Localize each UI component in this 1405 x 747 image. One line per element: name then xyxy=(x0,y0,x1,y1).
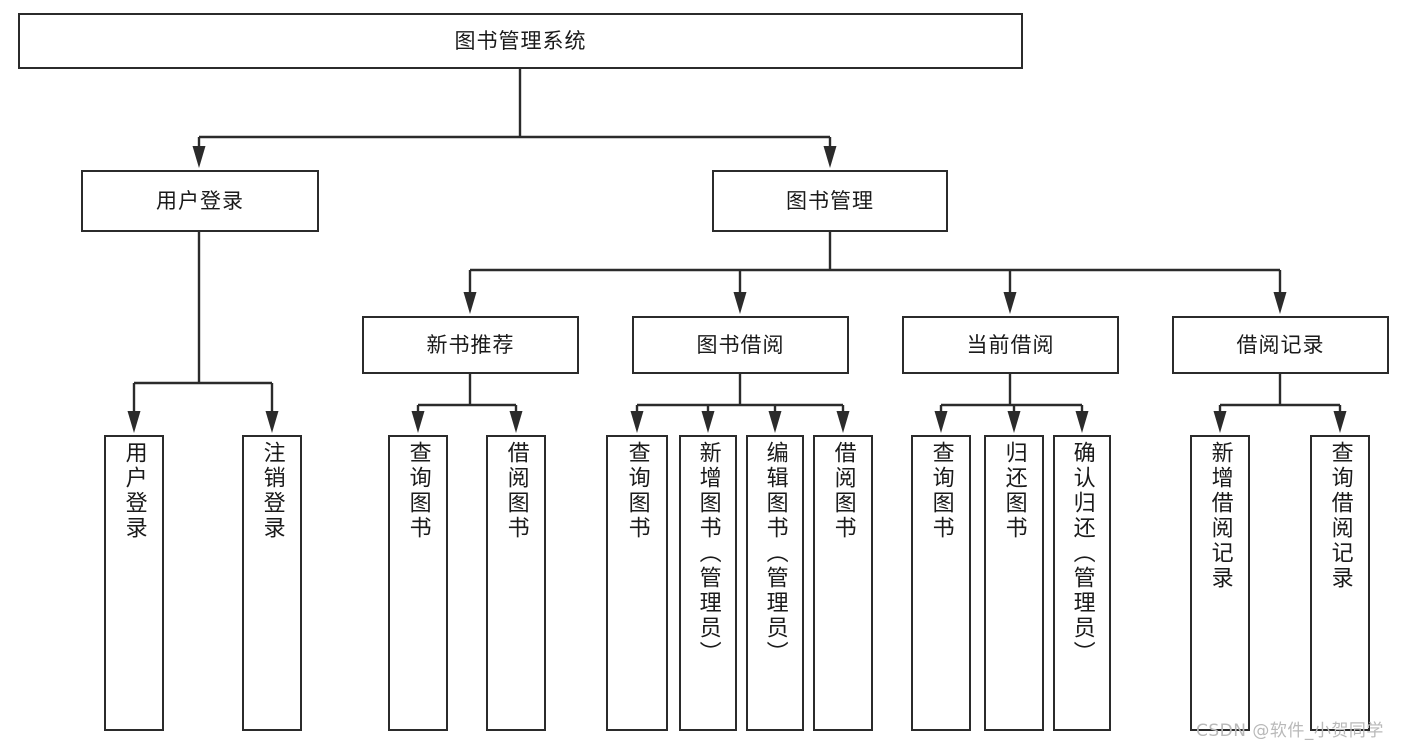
arrow-to-borrow-record xyxy=(1273,270,1287,314)
connector-bus-user-login xyxy=(134,232,272,385)
arrow-to-leaf-user-logout xyxy=(265,383,279,433)
arrow-to-new-book-rec xyxy=(463,270,477,314)
node-label-leaf-return-book: 归还图书 xyxy=(1001,441,1027,541)
node-leaf-edit-book: 编辑图书（管理员） xyxy=(746,435,804,731)
node-label-borrow-record: 借阅记录 xyxy=(1236,332,1325,357)
node-label-user-login: 用户登录 xyxy=(156,188,244,213)
node-label-root: 图书管理系统 xyxy=(454,28,587,53)
arrow-to-leaf-add-record xyxy=(1213,405,1227,433)
arrow-to-leaf-return-book xyxy=(1007,405,1021,433)
node-label-leaf-confirm-return: 确认归还（管理员） xyxy=(1069,441,1095,666)
node-label-leaf-query-book-3: 查询图书 xyxy=(928,441,954,541)
node-label-current-borrow: 当前借阅 xyxy=(966,332,1055,357)
node-label-new-book-rec: 新书推荐 xyxy=(426,332,515,357)
arrow-to-book-manage xyxy=(823,137,837,168)
node-leaf-query-book-2: 查询图书 xyxy=(606,435,668,731)
node-leaf-confirm-return: 确认归还（管理员） xyxy=(1053,435,1111,731)
node-leaf-add-record: 新增借阅记录 xyxy=(1190,435,1250,731)
node-label-leaf-query-book-2: 查询图书 xyxy=(624,441,650,541)
connector-bus-new-book-rec xyxy=(418,374,516,407)
arrow-to-current-borrow xyxy=(1003,270,1017,314)
node-label-leaf-add-book: 新增图书（管理员） xyxy=(695,441,721,666)
node-leaf-return-book: 归还图书 xyxy=(984,435,1044,731)
arrow-to-leaf-query-book-2 xyxy=(630,405,644,433)
arrow-to-leaf-borrow-book-1 xyxy=(509,405,523,433)
arrow-to-leaf-borrow-book-2 xyxy=(836,405,850,433)
node-leaf-query-record: 查询借阅记录 xyxy=(1310,435,1370,731)
node-label-leaf-add-record: 新增借阅记录 xyxy=(1207,441,1233,591)
node-label-leaf-query-record: 查询借阅记录 xyxy=(1327,441,1353,591)
arrow-to-user-login xyxy=(192,137,206,168)
connector-bus-book-manage xyxy=(470,232,1280,272)
node-leaf-borrow-book-2: 借阅图书 xyxy=(813,435,873,731)
connector-bus-book-borrow xyxy=(637,374,843,407)
node-leaf-add-book: 新增图书（管理员） xyxy=(679,435,737,731)
node-label-leaf-borrow-book-2: 借阅图书 xyxy=(830,441,856,541)
node-label-leaf-user-logout: 注销登录 xyxy=(259,441,285,541)
node-leaf-query-book-3: 查询图书 xyxy=(911,435,971,731)
node-label-leaf-query-book-1: 查询图书 xyxy=(405,441,431,541)
arrow-to-leaf-confirm-return xyxy=(1075,405,1089,433)
node-label-book-borrow: 图书借阅 xyxy=(696,332,785,357)
arrow-to-leaf-query-record xyxy=(1333,405,1347,433)
watermark-label: CSDN @软件_小贺同学 xyxy=(1196,721,1384,741)
arrow-to-leaf-user-login xyxy=(127,383,141,433)
node-leaf-user-login: 用户登录 xyxy=(104,435,164,731)
node-root: 图书管理系统 xyxy=(18,13,1023,69)
node-new-book-rec: 新书推荐 xyxy=(362,316,579,374)
node-label-leaf-user-login: 用户登录 xyxy=(121,441,147,541)
connector-bus-root xyxy=(199,69,830,139)
connector-bus-borrow-record xyxy=(1220,374,1340,407)
node-leaf-query-book-1: 查询图书 xyxy=(388,435,448,731)
node-label-book-manage: 图书管理 xyxy=(786,188,874,213)
node-label-leaf-edit-book: 编辑图书（管理员） xyxy=(762,441,788,666)
arrow-to-leaf-query-book-3 xyxy=(934,405,948,433)
node-book-borrow: 图书借阅 xyxy=(632,316,849,374)
node-current-borrow: 当前借阅 xyxy=(902,316,1119,374)
connector-bus-current-borrow xyxy=(941,374,1082,407)
node-book-manage: 图书管理 xyxy=(712,170,948,232)
arrow-to-leaf-add-book xyxy=(701,405,715,433)
node-borrow-record: 借阅记录 xyxy=(1172,316,1389,374)
node-label-leaf-borrow-book-1: 借阅图书 xyxy=(503,441,529,541)
arrow-to-book-borrow xyxy=(733,270,747,314)
node-leaf-borrow-book-1: 借阅图书 xyxy=(486,435,546,731)
node-user-login: 用户登录 xyxy=(81,170,319,232)
node-leaf-user-logout: 注销登录 xyxy=(242,435,302,731)
arrow-to-leaf-edit-book xyxy=(768,405,782,433)
arrow-to-leaf-query-book-1 xyxy=(411,405,425,433)
